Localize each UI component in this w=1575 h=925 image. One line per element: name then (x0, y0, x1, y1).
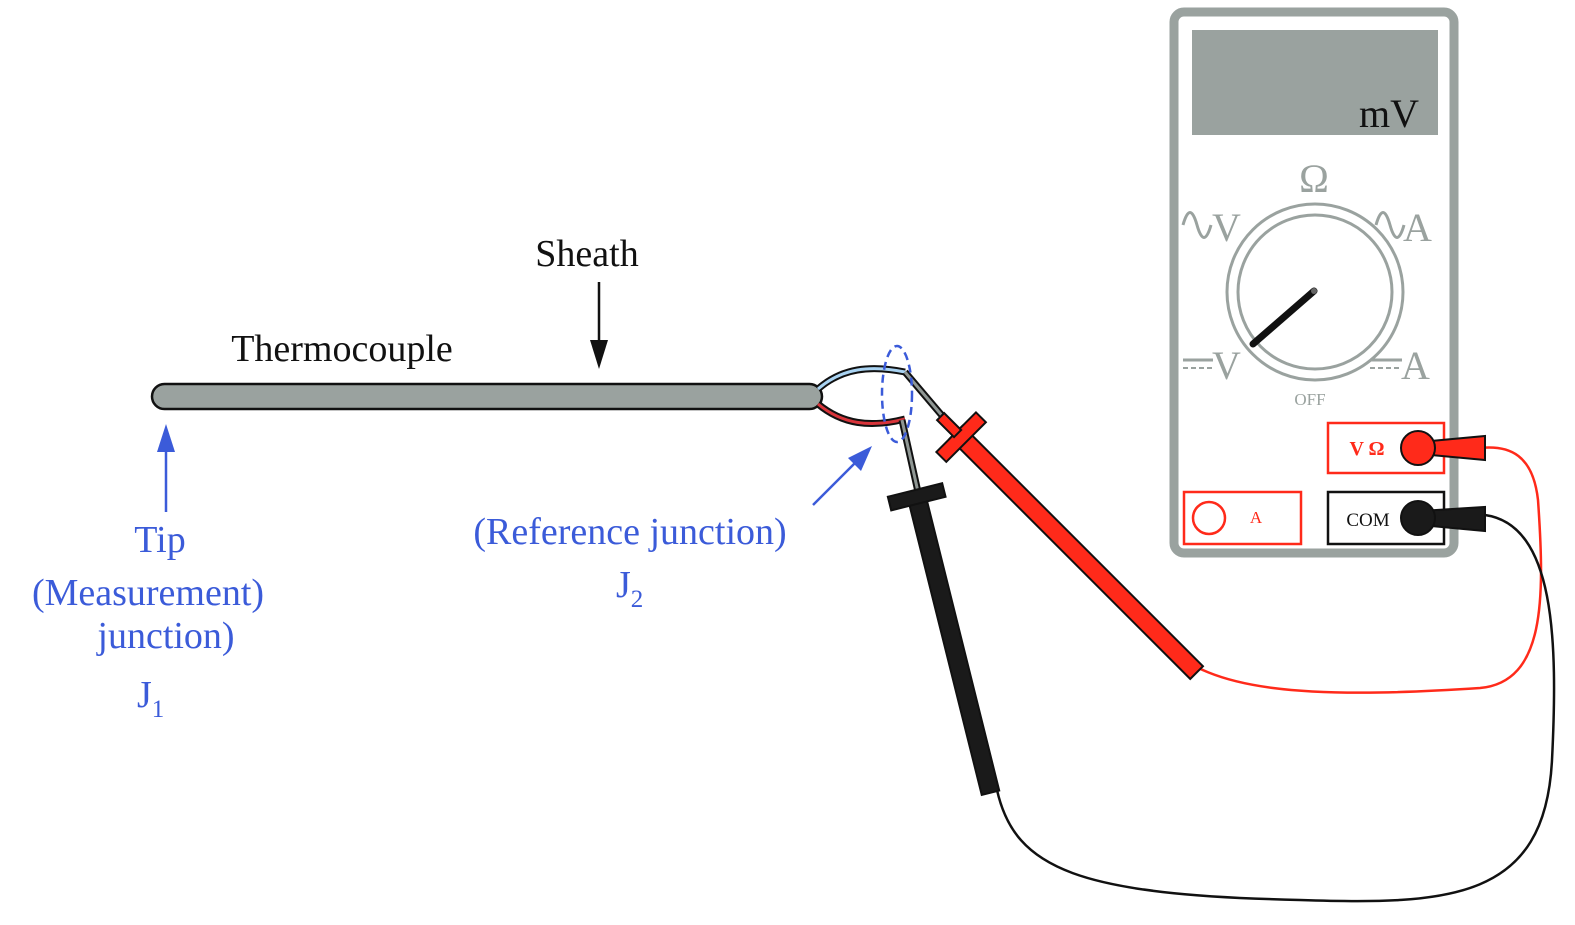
sheath-arrow (590, 282, 608, 369)
dial-pointer (1249, 287, 1318, 348)
dial-dc-a-label: A (1401, 343, 1430, 388)
red-lead-cable (1165, 446, 1543, 694)
black-banana-plug[interactable] (1400, 500, 1486, 536)
thermocouple-label: Thermocouple (231, 328, 453, 370)
thermocouple-probe (150, 382, 824, 411)
jack-v-ohm-label: V Ω (1349, 438, 1384, 460)
display-unit: mV (1359, 91, 1419, 136)
dial-ac-v-label: V (1212, 205, 1241, 250)
test-lead-cables (995, 446, 1556, 903)
dial-ac-a-label: A (1403, 205, 1432, 250)
reference-junction-marker (880, 344, 914, 444)
dial-ohm-label: Ω (1299, 156, 1329, 201)
reference-arrow (812, 446, 872, 506)
jack-com-label: COM (1346, 510, 1389, 531)
red-probe[interactable] (921, 397, 1217, 693)
jack-amps[interactable]: A (1182, 490, 1303, 546)
multimeter: mV Ω V A V A OFF (1169, 7, 1459, 558)
jack-amps-label: A (1250, 508, 1263, 527)
ac-wave-icon-right (1374, 211, 1406, 239)
dc-symbol-icon-right (1370, 358, 1402, 369)
measurement-label: (Measurement) (32, 572, 264, 614)
tip-label: Tip (134, 519, 185, 561)
dc-symbol-icon-left (1183, 358, 1213, 369)
black-probe[interactable] (886, 482, 1018, 799)
thermocouple-wires (815, 344, 953, 493)
selector-dial[interactable] (1225, 202, 1405, 382)
sheath-label: Sheath (535, 233, 638, 275)
measurement-junction-label: junction) (95, 615, 234, 657)
j2-label: J2 (616, 564, 643, 613)
multimeter-display (1192, 30, 1438, 135)
red-banana-plug[interactable] (1400, 430, 1486, 466)
reference-junction-label: (Reference junction) (473, 511, 786, 553)
multimeter-body (1169, 7, 1459, 558)
tip-arrow (157, 424, 175, 512)
sheath-tube (150, 382, 824, 411)
jack-amps-socket (1191, 500, 1227, 536)
dial-off-label: OFF (1294, 390, 1325, 409)
ac-wave-icon-left (1181, 211, 1213, 239)
black-lead-cable (995, 513, 1556, 903)
dial-dc-v-label: V (1212, 343, 1241, 388)
j1-label: J1 (137, 674, 164, 723)
